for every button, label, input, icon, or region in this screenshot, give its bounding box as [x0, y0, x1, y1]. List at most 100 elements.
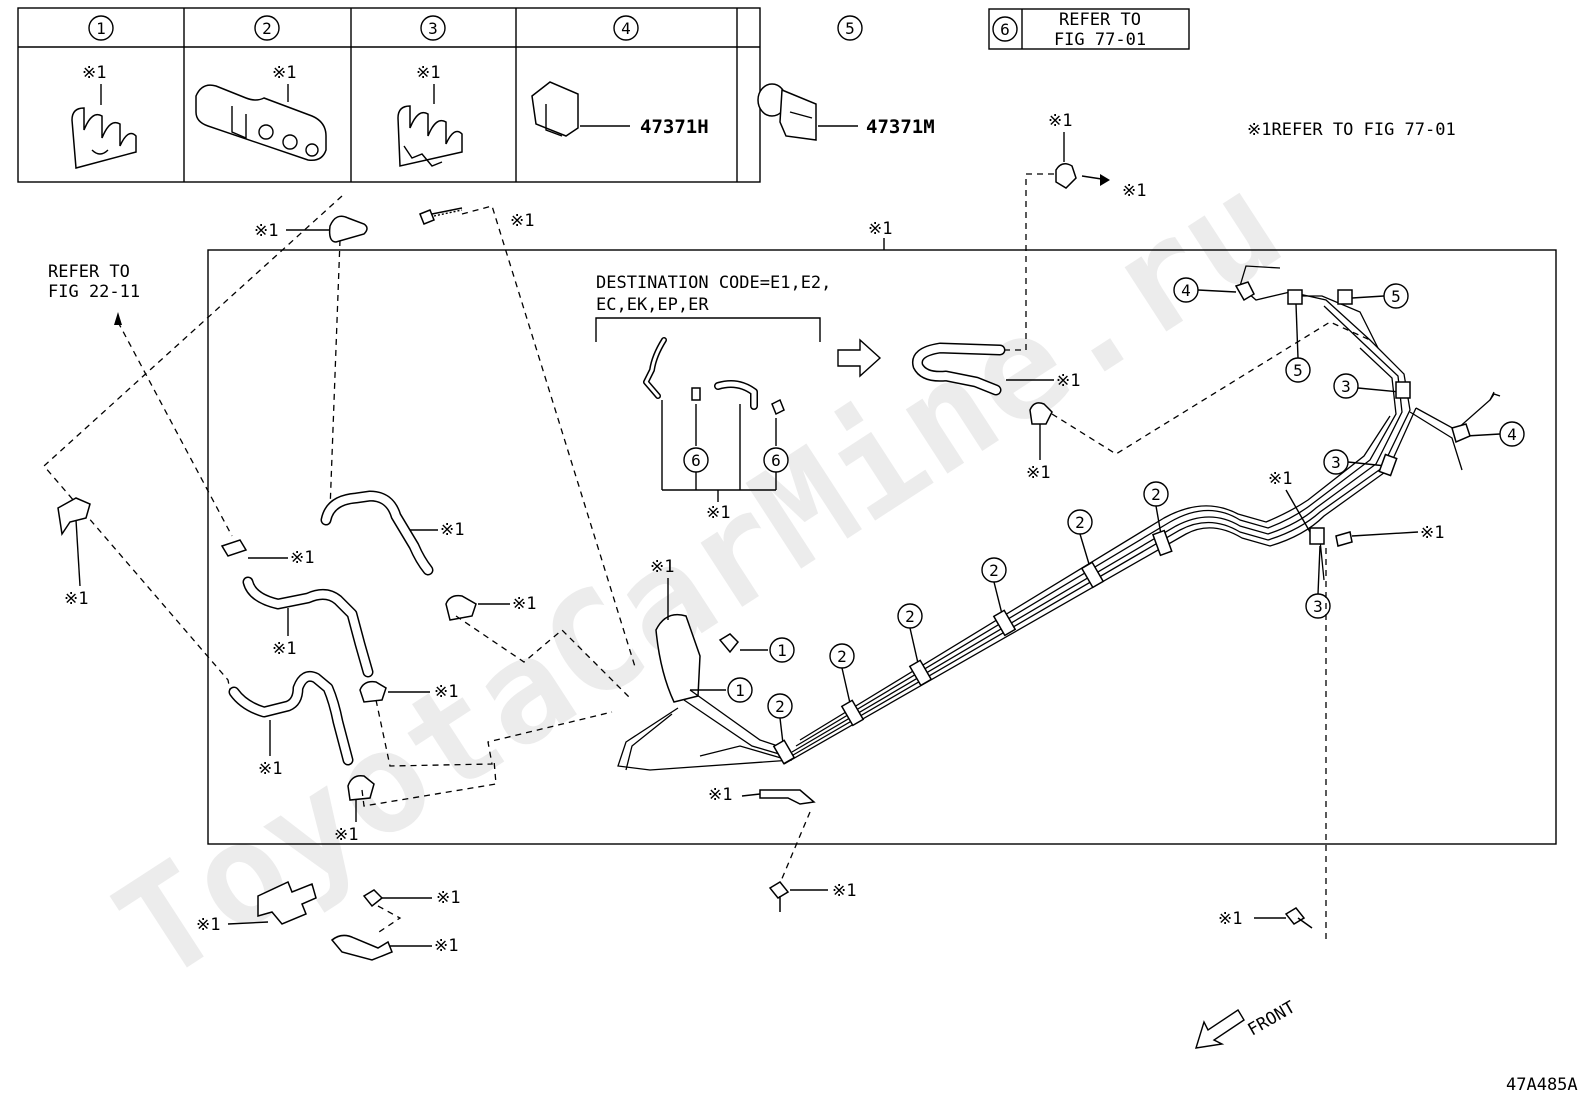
svg-text:5: 5	[845, 19, 855, 38]
svg-text:※1: ※1	[1056, 371, 1080, 391]
top-right-hose: ※1 ※1	[912, 342, 1080, 483]
svg-text:※1: ※1	[512, 594, 536, 614]
right-cluster-ref: ※1 ※1	[1268, 469, 1444, 547]
top-clamp: ※1	[254, 215, 368, 243]
svg-text:FIG 22-11: FIG 22-11	[48, 282, 140, 302]
svg-text:47371H: 47371H	[640, 116, 709, 138]
svg-text:6: 6	[691, 451, 701, 470]
svg-text:4: 4	[621, 19, 631, 38]
svg-text:FIG 77-01: FIG 77-01	[1054, 30, 1146, 50]
callout-4-a: 4	[1173, 277, 1255, 303]
callout-4-b: 4	[1451, 393, 1525, 447]
clamp-1-illustration: ※1	[71, 63, 137, 169]
clamp-b: ※1	[445, 594, 633, 701]
svg-text:※1: ※1	[434, 936, 458, 956]
svg-text:※1: ※1	[650, 557, 674, 577]
svg-text:5: 5	[1391, 287, 1401, 306]
left-pipe-section	[617, 613, 793, 771]
svg-text:2: 2	[262, 19, 272, 38]
svg-text:3: 3	[1313, 597, 1323, 616]
clamp-c: ※1	[359, 680, 613, 767]
svg-text:※1: ※1	[1026, 463, 1050, 483]
svg-text:※1: ※1	[708, 785, 732, 805]
callout-2-b: 2	[829, 643, 865, 727]
callout-2-d: 2	[981, 557, 1017, 637]
callout-2-e: 2	[1067, 509, 1105, 589]
svg-text:※1: ※1	[434, 682, 458, 702]
reference-note: ※1REFER TO FIG 77-01	[1247, 120, 1456, 140]
bottom-bracket: ※1 ※1	[708, 785, 856, 912]
svg-text:1: 1	[96, 19, 106, 38]
callout-5-b: 5	[1285, 289, 1311, 383]
callout-3-a: 3	[1333, 373, 1411, 399]
callout-3-b: 3	[1323, 449, 1398, 477]
legend-item-6: 6 REFER TO FIG 77-01	[988, 8, 1190, 50]
svg-text:2: 2	[837, 647, 847, 666]
svg-text:※1: ※1	[1218, 909, 1242, 929]
svg-text:※1: ※1	[272, 639, 296, 659]
svg-text:※1: ※1	[196, 915, 220, 935]
clamp-a: ※1	[220, 539, 314, 568]
hose-ref-mark: ※1	[650, 557, 674, 620]
callout-1-a: 1	[718, 633, 795, 663]
left-hoses: ※1 ※1 ※1	[228, 490, 464, 779]
svg-text:※1: ※1	[1122, 181, 1146, 201]
svg-text:※1: ※1	[1268, 469, 1292, 489]
svg-text:※1: ※1	[82, 63, 106, 83]
callout-5-a: 5	[1337, 283, 1409, 309]
legend-header-2: 2	[254, 15, 280, 41]
assembly-ref-mark: ※1	[868, 219, 892, 239]
assembly-boundary	[207, 249, 1557, 845]
svg-text:※1: ※1	[290, 548, 314, 568]
left-clamp: ※1	[57, 497, 91, 609]
svg-text:※1: ※1	[272, 63, 296, 83]
svg-text:※1: ※1	[416, 63, 440, 83]
svg-text:※1: ※1	[254, 221, 278, 241]
svg-text:2: 2	[989, 561, 999, 580]
callout-2-c: 2	[897, 603, 933, 687]
svg-text:2: 2	[1151, 485, 1161, 504]
legend-header-1: 1	[88, 15, 114, 41]
svg-text:※1: ※1	[440, 520, 464, 540]
callout-3-c: 3	[1305, 527, 1331, 619]
destination-group: DESTINATION CODE=E1,E2, EC,EK,EP,ER 6 6 …	[595, 273, 831, 523]
svg-text:※1: ※1	[832, 881, 856, 901]
svg-text:※1: ※1	[258, 759, 282, 779]
svg-text:※1: ※1	[64, 589, 88, 609]
callout-1-b: 1	[690, 677, 753, 703]
svg-text:2: 2	[1075, 513, 1085, 532]
svg-text:1: 1	[735, 681, 745, 700]
clamp-3-illustration: ※1	[397, 63, 463, 167]
bottom-right-bolt: ※1	[1218, 548, 1327, 944]
legend-header-4: 4	[613, 15, 639, 41]
legend-table: 1 2 3 4 5 ※1 ※1	[17, 7, 935, 183]
clamp-5-illustration: 47371M	[757, 83, 935, 141]
svg-text:3: 3	[1331, 453, 1341, 472]
front-indicator: FRONT	[1195, 997, 1299, 1049]
svg-text:※1: ※1	[706, 503, 730, 523]
svg-text:3: 3	[428, 19, 438, 38]
clamp-d: ※1	[334, 759, 497, 845]
svg-text:4: 4	[1507, 425, 1517, 444]
top-bolt: ※1	[419, 207, 534, 231]
clamp-2-illustration: ※1	[195, 63, 327, 162]
callout-2-a: 2	[767, 693, 796, 765]
svg-text:REFER TO: REFER TO	[48, 262, 130, 282]
svg-text:1: 1	[777, 641, 787, 660]
svg-text:※1: ※1	[1048, 111, 1072, 131]
figure-code: 47A485A	[1506, 1075, 1578, 1095]
legend-header-5: 5	[837, 15, 863, 41]
svg-text:47371M: 47371M	[866, 116, 935, 138]
svg-text:DESTINATION CODE=E1,E2,: DESTINATION CODE=E1,E2,	[596, 273, 831, 293]
legend-header-3: 3	[420, 15, 446, 41]
svg-text:2: 2	[905, 607, 915, 626]
svg-text:REFER TO: REFER TO	[1059, 10, 1141, 30]
svg-text:EC,EK,EP,ER: EC,EK,EP,ER	[596, 295, 709, 315]
svg-text:2: 2	[775, 697, 785, 716]
svg-text:4: 4	[1181, 281, 1191, 300]
top-right-clamp: ※1 ※1	[1048, 111, 1146, 201]
svg-text:※1: ※1	[510, 211, 534, 231]
bottom-left-bracket: ※1 ※1 ※1	[196, 880, 460, 961]
svg-text:6: 6	[1000, 20, 1010, 39]
